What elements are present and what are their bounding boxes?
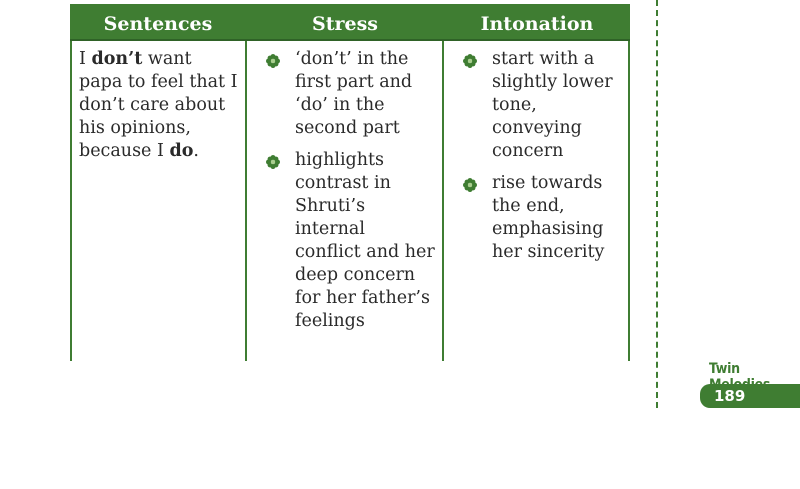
sentence-text-3: . [193,141,199,161]
sentence-cell: I don’t want papa to feel that I don’t c… [79,48,239,163]
sentence-text-2: want papa to feel that I don’t care abou… [79,49,238,161]
intonation-cell: start with a slightly lower tone, convey… [463,48,623,273]
header-stress: Stress [312,13,378,35]
stress-text-2: highlights contrast in Shruti’s internal… [295,150,435,331]
flower-bullet-icon [463,54,477,68]
page-number: 189 [700,384,800,408]
flower-bullet-icon [463,178,477,192]
intonation-text-1: start with a slightly lower tone, convey… [492,49,613,161]
header-intonation: Intonation [480,13,594,35]
stress-bullet-2: highlights contrast in Shruti’s internal… [266,149,436,333]
stress-text-1: ‘don’t’ in the first part and ‘do’ in th… [295,49,413,138]
flower-bullet-icon [266,54,280,68]
stress-cell: ‘don’t’ in the first part and ‘do’ in th… [266,48,436,342]
speech-table: Sentences Stress Intonation I don’t want… [70,4,630,361]
table-border-right [628,41,630,361]
sentence-stress-word-2: do [169,141,194,161]
flower-bullet-icon [266,155,280,169]
sentence-text-1: I [79,49,92,69]
intonation-bullet-2: rise towards the end, emphasising her si… [463,172,623,264]
stress-bullet-1: ‘don’t’ in the first part and ‘do’ in th… [266,48,436,140]
table-divider-1 [245,41,247,361]
table-divider-2 [442,41,444,361]
header-sentences: Sentences [103,13,213,35]
intonation-text-2: rise towards the end, emphasising her si… [492,173,605,262]
table-border-left [70,41,72,361]
table-header: Sentences Stress Intonation [70,4,630,41]
page-margin-dashed-line [656,0,658,408]
intonation-bullet-1: start with a slightly lower tone, convey… [463,48,623,163]
sentence-stress-word-1: don’t [91,49,143,69]
